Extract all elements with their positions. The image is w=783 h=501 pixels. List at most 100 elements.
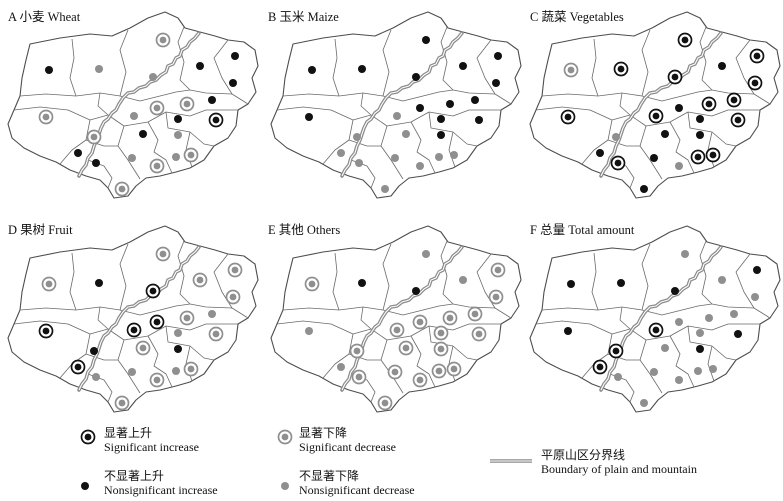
district-marker xyxy=(690,149,706,165)
trend-dot xyxy=(675,162,683,170)
trend-dot xyxy=(494,266,502,274)
district-marker xyxy=(130,112,138,120)
district-marker xyxy=(696,345,704,353)
trend-dot xyxy=(596,363,604,371)
trend-dot xyxy=(183,100,191,108)
district-border xyxy=(410,335,436,388)
trend-dot xyxy=(751,79,759,87)
trend-dot xyxy=(196,276,204,284)
trend-dot xyxy=(149,287,157,295)
district-marker xyxy=(149,73,157,81)
legend-item-significant-increase: 显著上升 Significant increase xyxy=(80,426,199,454)
district-border xyxy=(699,240,713,305)
district-marker xyxy=(709,365,717,373)
trend-dot xyxy=(730,310,738,318)
district-marker xyxy=(696,131,704,139)
district-marker xyxy=(128,154,136,162)
trend-dot xyxy=(174,329,182,337)
legend-label-en: Nonsignificant decrease xyxy=(299,483,415,497)
district-marker xyxy=(675,318,683,326)
nonsignificant-decrease-symbol xyxy=(281,482,289,490)
district-marker xyxy=(661,130,669,138)
district-marker xyxy=(433,325,449,341)
trend-dot xyxy=(753,52,761,60)
district-marker xyxy=(387,364,403,380)
district-marker xyxy=(304,276,320,292)
panel-title-c: C 蔬菜 Vegetables xyxy=(530,10,624,24)
district-marker xyxy=(617,279,625,287)
district-marker xyxy=(459,276,467,284)
district-marker xyxy=(475,116,483,124)
trend-dot xyxy=(459,276,467,284)
district-border xyxy=(452,89,496,95)
district-marker xyxy=(446,100,454,108)
district-border xyxy=(699,26,713,91)
district-border xyxy=(276,106,372,121)
district-border xyxy=(117,125,141,180)
trend-dot xyxy=(231,266,239,274)
trend-dot xyxy=(734,116,742,124)
district-marker xyxy=(393,112,401,120)
trend-dot xyxy=(212,330,220,338)
trend-dot xyxy=(149,73,157,81)
trend-dot xyxy=(208,96,216,104)
district-border xyxy=(382,29,392,97)
district-marker xyxy=(705,147,721,163)
legend-item-boundary: 平原山区分界线 Boundary of plain and mountain xyxy=(490,448,697,476)
panel-title-a: A 小麦 Wheat xyxy=(8,10,81,24)
trend-dot xyxy=(187,151,195,159)
district-marker xyxy=(564,327,572,335)
district-marker xyxy=(126,322,142,338)
trend-dot xyxy=(416,162,424,170)
district-border xyxy=(669,121,695,174)
trend-dot xyxy=(208,310,216,318)
trend-dot xyxy=(696,115,704,123)
trend-dot xyxy=(416,104,424,112)
trend-dot xyxy=(471,310,479,318)
trend-dot xyxy=(675,104,683,112)
district-border xyxy=(147,335,173,388)
legend-label-zh: 不显著下降 xyxy=(299,469,359,483)
district-border xyxy=(97,92,109,116)
district-marker xyxy=(667,69,683,85)
district-border xyxy=(440,26,454,91)
district-marker xyxy=(183,361,199,377)
district-border xyxy=(282,92,384,97)
trend-dot xyxy=(614,159,622,167)
district-border xyxy=(619,306,631,330)
district-marker xyxy=(416,162,424,170)
trend-dot xyxy=(229,293,237,301)
trend-dot xyxy=(694,367,702,375)
trend-dot xyxy=(753,266,761,274)
trend-dot xyxy=(153,162,161,170)
district-border xyxy=(641,303,713,316)
trend-dot xyxy=(139,130,147,138)
district-marker xyxy=(95,279,103,287)
district-marker xyxy=(435,153,443,161)
district-marker xyxy=(422,250,430,258)
district-marker xyxy=(192,272,208,288)
district-border xyxy=(97,306,109,330)
district-marker xyxy=(308,66,316,74)
trend-dot xyxy=(652,112,660,120)
district-marker xyxy=(675,376,683,384)
trend-dot xyxy=(90,347,98,355)
district-marker xyxy=(196,62,204,70)
trend-dot xyxy=(391,368,399,376)
district-marker xyxy=(718,276,726,284)
trend-dot xyxy=(130,112,138,120)
trend-dot xyxy=(681,250,689,258)
district-border xyxy=(85,353,118,361)
district-border xyxy=(59,333,91,379)
trend-dot xyxy=(640,399,648,407)
trend-dot xyxy=(45,66,53,74)
district-marker xyxy=(675,162,683,170)
district-marker xyxy=(696,329,704,337)
district-marker xyxy=(128,368,136,376)
district-border xyxy=(380,125,404,180)
district-marker xyxy=(351,369,367,385)
trend-dot xyxy=(640,185,648,193)
district-border xyxy=(348,139,381,147)
map-panel-f xyxy=(529,225,781,413)
district-marker xyxy=(174,329,182,337)
